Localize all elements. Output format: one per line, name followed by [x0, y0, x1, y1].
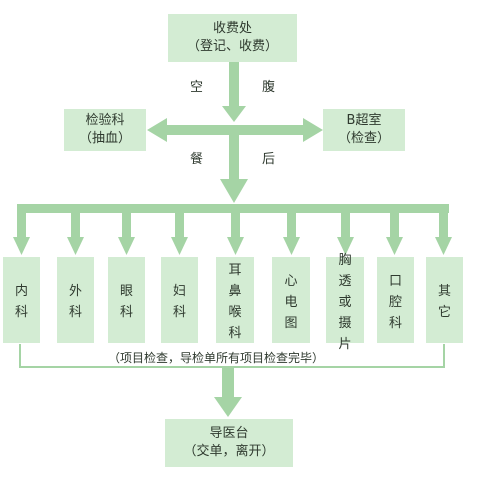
cashier-box: 收费处 （登记、收费）	[168, 14, 297, 62]
cross-bar	[165, 125, 305, 135]
ultrasound-title: B超室	[346, 113, 382, 128]
trunk-upper	[229, 62, 239, 107]
dept-ecg: 心电图	[272, 257, 310, 343]
guide-desk-subtitle: （交单，离开）	[183, 444, 275, 459]
dept-dental: 口腔科	[377, 257, 414, 343]
arrow-right-to-ultrasound	[303, 118, 323, 142]
lab-subtitle: （抽血）	[78, 131, 131, 146]
completion-note: （项目检查，导检单所有项目检查完毕）	[106, 350, 327, 366]
dept-label: 内科	[14, 284, 28, 320]
distribution-bar	[17, 204, 449, 213]
dept-label: 眼科	[119, 284, 133, 320]
label-belly: 腹	[262, 80, 276, 95]
ultrasound-box: B超室 （检查）	[323, 109, 405, 151]
arrow-left-to-lab	[147, 118, 167, 142]
dept-label: 外科	[68, 284, 82, 320]
label-after: 后	[262, 152, 276, 167]
dept-gynecology: 妇科	[161, 257, 198, 343]
dept-label: 耳鼻喉科	[228, 263, 242, 341]
cashier-title: 收费处	[212, 21, 252, 36]
guide-desk-box: 导医台 （交单，离开）	[165, 419, 293, 467]
ultrasound-subtitle: （检查）	[337, 131, 390, 146]
dept-ent: 耳鼻喉科	[216, 257, 254, 343]
collector-line	[19, 344, 445, 368]
lab-box: 检验科 （抽血）	[64, 109, 146, 151]
trunk-lower	[229, 135, 239, 180]
arrow-down-to-cross	[222, 106, 246, 122]
dept-label: 心电图	[284, 273, 298, 331]
dept-internal-medicine: 内科	[3, 257, 40, 343]
label-meal: 餐	[190, 152, 204, 167]
trunk-bottom	[222, 368, 234, 398]
dept-label: 胸透或摄片	[338, 252, 352, 352]
dept-label: 口腔科	[388, 273, 402, 331]
label-empty: 空	[190, 80, 204, 95]
cashier-subtitle: （登记、收费）	[186, 39, 278, 54]
dept-xray: 胸透或摄片	[326, 253, 364, 352]
arrow-down-to-guide-desk	[214, 397, 242, 417]
dept-surgery: 外科	[57, 257, 94, 343]
arrow-down-to-bar	[220, 179, 248, 203]
department-arrows	[13, 213, 452, 255]
dept-label: 其它	[437, 284, 451, 320]
lab-title: 检验科	[85, 113, 125, 128]
dept-other: 其它	[426, 257, 463, 343]
dept-label: 妇科	[172, 284, 186, 320]
guide-desk-title: 导医台	[209, 426, 249, 441]
dept-ophthalmology: 眼科	[108, 257, 145, 343]
